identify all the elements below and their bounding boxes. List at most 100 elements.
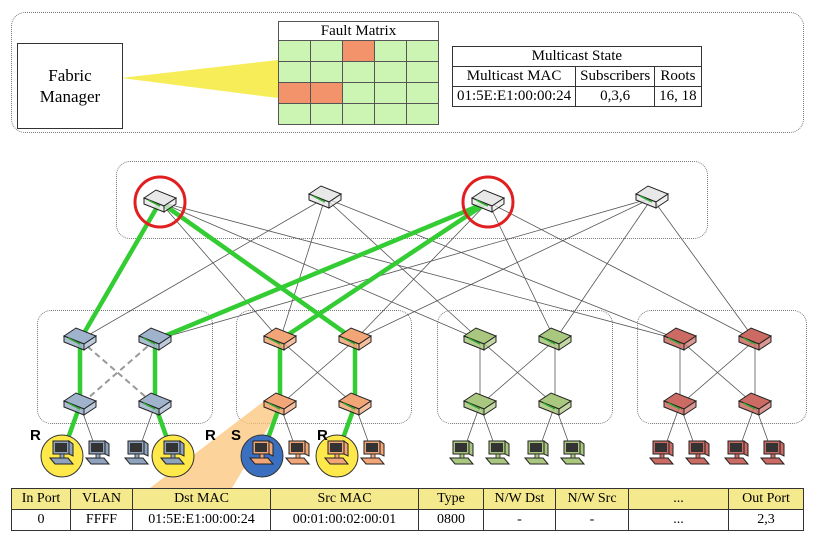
host-monitor-side (468, 440, 474, 457)
control-plane-box (11, 12, 804, 133)
switch-port-led (542, 337, 556, 345)
core-agg-link (354, 197, 653, 341)
host-keyboard (523, 457, 550, 465)
multicast-link (157, 199, 358, 343)
host-computer (84, 440, 111, 465)
aggregation-switch (337, 327, 373, 351)
core-agg-link (324, 197, 681, 341)
edge-switch (462, 392, 498, 416)
switch-port-led (342, 337, 356, 345)
edge-switch (137, 392, 173, 416)
core-agg-link (279, 197, 326, 341)
receiver-label-3: R (317, 427, 328, 444)
aggregation-switch (262, 327, 298, 351)
switch-port-led (67, 402, 81, 410)
host-screen (691, 443, 703, 452)
fault-cell (310, 61, 343, 83)
flow-value-out-port: 2,3 (728, 509, 804, 531)
host-computer (648, 440, 675, 465)
host-computer (559, 440, 586, 465)
host-stand (334, 453, 340, 459)
switch-port-led (67, 337, 81, 345)
switch-port-led (147, 199, 161, 207)
host-monitor-side (543, 440, 549, 457)
host-monitor-side (779, 440, 785, 457)
flow-value-in-port: 0 (11, 509, 71, 531)
host-monitor-side (179, 440, 185, 457)
mc-header-subscribers: Subscribers (575, 66, 656, 87)
multicast-state-title: Multicast State (452, 46, 702, 67)
switch-side (683, 400, 697, 416)
switch-port-led (267, 337, 281, 345)
fault-matrix-title: Fault Matrix (278, 21, 439, 41)
switch-port-led (742, 402, 756, 410)
aggregation-switch (462, 327, 498, 351)
fabric-manager-line2: Manager (39, 87, 101, 106)
host-screen (130, 443, 142, 452)
switch-side (358, 335, 372, 351)
flow-value-type: 0800 (418, 509, 484, 531)
flow-header-nw-dst: N/W Dst (483, 488, 556, 510)
core-agg-link (487, 201, 556, 341)
fault-cell (374, 61, 407, 83)
host-computer (484, 440, 511, 465)
host-stand (370, 453, 376, 459)
switch-port-led (312, 195, 326, 203)
switch-side (758, 400, 772, 416)
host-stand (134, 453, 140, 459)
switch-side (758, 335, 772, 351)
fabric-manager-line1: Fabric (48, 66, 92, 85)
host-computer (523, 440, 550, 465)
flow-header-in-port: In Port (11, 488, 71, 510)
host-keyboard (759, 457, 786, 465)
flow-header-vlan: VLAN (70, 488, 133, 510)
host-keyboard (448, 457, 475, 465)
host-screen (655, 443, 667, 452)
host-screen (166, 443, 178, 452)
flow-header-ellipsis: ... (628, 488, 729, 510)
edge-switch (62, 392, 98, 416)
fault-cell (342, 103, 375, 125)
agg-edge-link (479, 339, 556, 406)
core-layer-box (116, 161, 708, 239)
core-agg-link (159, 201, 681, 341)
host-monitor-side (379, 440, 385, 457)
agg-edge-link (279, 339, 356, 406)
fault-cell (406, 82, 439, 104)
aggregation-switch (662, 327, 698, 351)
receiver-label-2: R (205, 427, 216, 444)
switch-side (158, 335, 172, 351)
fault-cell (278, 103, 311, 125)
host-stand (170, 453, 176, 459)
host-stand (295, 453, 301, 459)
fault-cell (342, 40, 375, 62)
switch-port-led (742, 337, 756, 345)
switch-port-led (475, 199, 489, 207)
host-computer (723, 440, 750, 465)
host-stand (734, 453, 740, 459)
fault-circle-core-1 (133, 175, 187, 229)
flow-header-type: Type (418, 488, 484, 510)
host-computer (448, 440, 475, 465)
mc-header-roots: Roots (654, 66, 702, 87)
switch-side (163, 197, 177, 213)
pod-box-1 (37, 310, 213, 424)
host-computer (323, 440, 350, 465)
core-switch (307, 185, 343, 209)
switch-port-led (267, 402, 281, 410)
switch-side (483, 335, 497, 351)
host-monitor-side (579, 440, 585, 457)
flow-header-dst-mac: Dst MAC (132, 488, 271, 510)
host-monitor-side (704, 440, 710, 457)
fault-cell (278, 82, 311, 104)
core-switch (634, 185, 670, 209)
hosts (48, 440, 786, 465)
core-agg-link (487, 201, 756, 341)
host-computer (759, 440, 786, 465)
fault-cell (406, 103, 439, 125)
agg-edge-link (79, 339, 156, 406)
core-agg-link (79, 197, 326, 341)
flow-header-out-port: Out Port (728, 488, 804, 510)
switch-port-led (639, 195, 653, 203)
